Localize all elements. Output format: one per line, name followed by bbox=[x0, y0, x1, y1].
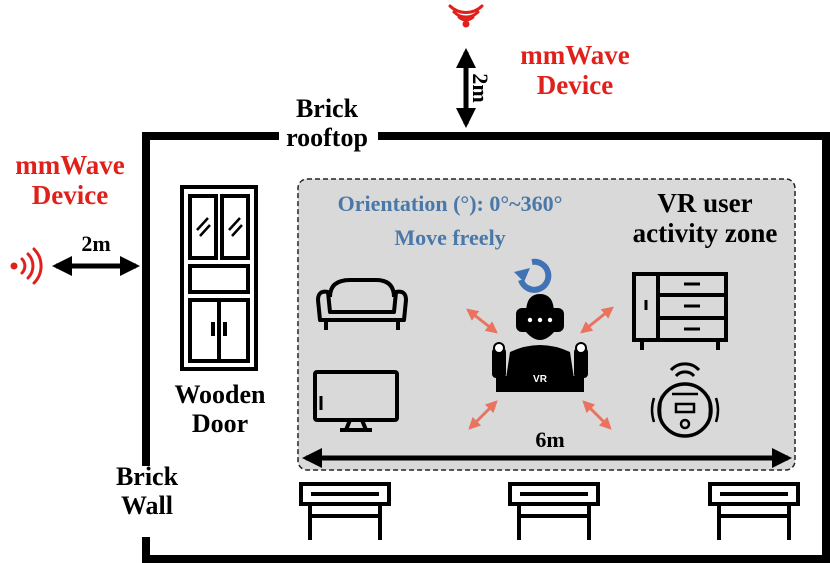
top-device-label: mmWave Device bbox=[520, 40, 630, 101]
top-distance-label: 2m bbox=[468, 73, 493, 102]
orientation-text: Orientation (°): 0°~360° bbox=[337, 191, 563, 216]
zone-width-label: 6m bbox=[535, 427, 565, 452]
door-icon bbox=[180, 185, 258, 371]
vr-user-icon: VR bbox=[492, 294, 588, 392]
wall-label: Brick Wall bbox=[115, 462, 179, 521]
table-icon bbox=[508, 482, 600, 540]
rooftop-label: Brick rooftop bbox=[286, 94, 368, 153]
motion-arrows bbox=[466, 306, 614, 430]
zone-title: VR user activity zone bbox=[632, 188, 778, 249]
table-icon bbox=[708, 482, 800, 540]
rotation-arrow-icon bbox=[514, 258, 552, 293]
radar-signal-icon bbox=[448, 4, 484, 28]
drawer-cabinet-icon bbox=[632, 272, 728, 350]
left-device-label: mmWave Device bbox=[15, 150, 125, 211]
move-freely-text: Move freely bbox=[394, 225, 506, 250]
left-distance-label: 2m bbox=[81, 231, 111, 256]
tv-icon bbox=[313, 370, 399, 432]
sofa-icon bbox=[316, 278, 408, 330]
radar-signal-icon bbox=[10, 247, 43, 285]
table-icon bbox=[299, 482, 391, 540]
door-label: Wooden Door bbox=[174, 380, 266, 439]
robot-vacuum-icon bbox=[650, 362, 720, 438]
room-walls bbox=[142, 132, 830, 563]
vr-headset-text: VR bbox=[533, 374, 548, 385]
